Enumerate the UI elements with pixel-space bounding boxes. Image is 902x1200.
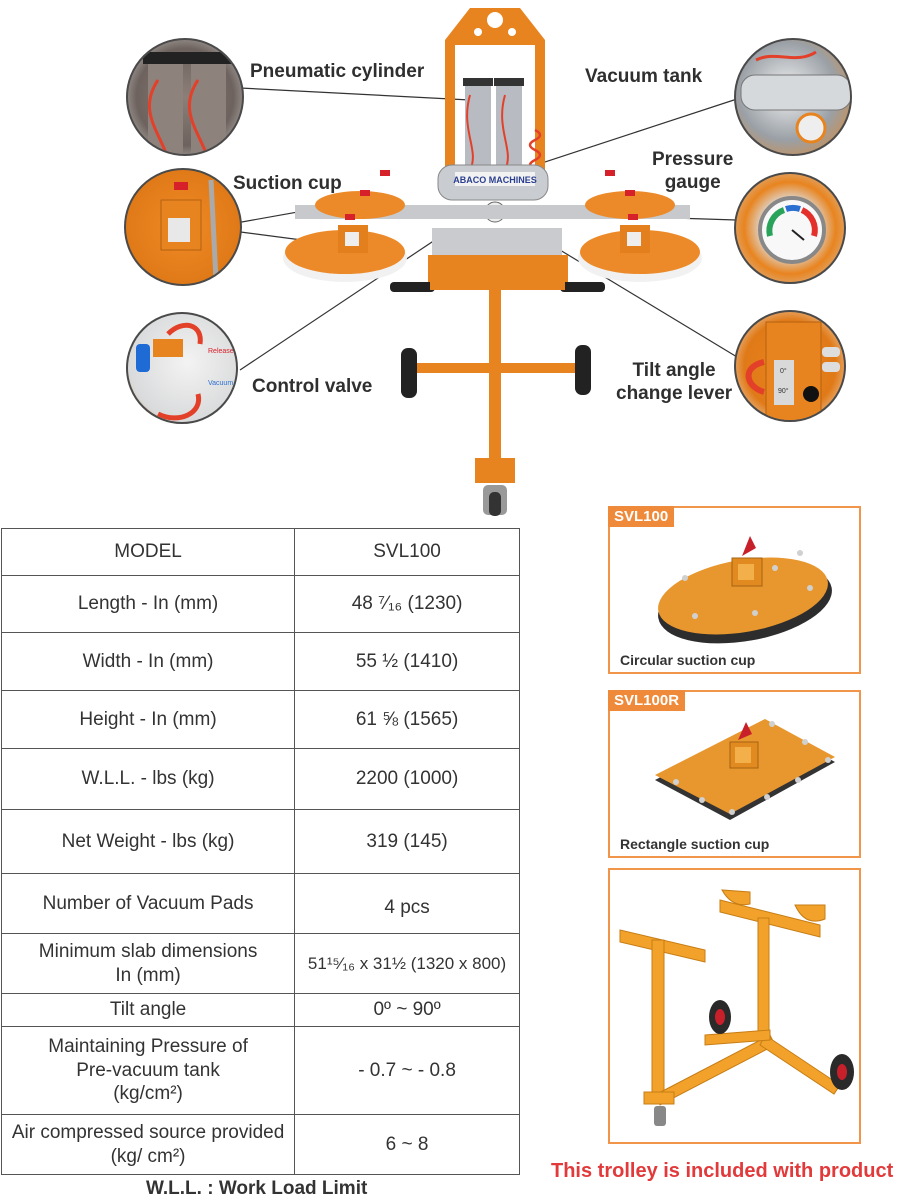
suction-cup-closeup xyxy=(124,168,242,286)
table-row: Air compressed source provided (kg/ cm²)… xyxy=(0,1114,520,1175)
card-caption: Circular suction cup xyxy=(620,652,756,668)
row-label-line1: Minimum slab dimensions xyxy=(38,940,258,962)
suction-cup-closeup-icon xyxy=(160,179,219,281)
table-row: Length - In (mm) 48 ⁷⁄₁₆ (1230) xyxy=(0,575,520,633)
circular-suction-cup-image xyxy=(658,536,832,644)
table-row: Width - In (mm) 55 ½ (1410) xyxy=(0,632,520,691)
callout-vacuum-tank: Vacuum tank xyxy=(585,66,703,87)
vacuum-lifter-drawing: ABACO MACHINES xyxy=(224,8,743,516)
card-svl100r: SVL100R Rectangle suction cup xyxy=(608,690,861,858)
trolley-image xyxy=(619,889,854,1126)
row-value: 2200 (1000) xyxy=(294,748,520,810)
header-model-value: SVL100 xyxy=(294,528,520,576)
header-model-label: MODEL xyxy=(0,528,296,576)
tilt-mark-0: 0° xyxy=(780,368,787,375)
tilt-lever-line1: Tilt angle xyxy=(632,360,716,381)
tank-brand-text: ABACO MACHINES xyxy=(453,175,537,185)
row-label: Maintaining Pressure of Pre-vacuum tank … xyxy=(0,1026,296,1115)
row-label-line2: Pre-vacuum tank xyxy=(76,1059,220,1081)
release-label: Release xyxy=(208,348,234,355)
cylinder-closeup-icon xyxy=(143,52,233,154)
row-label: Minimum slab dimensions In (mm) xyxy=(0,933,296,994)
pressure-gauge-line2: gauge xyxy=(664,171,721,193)
rectangle-suction-cup-image xyxy=(655,719,835,820)
table-row: Minimum slab dimensions In (mm) 51¹⁵⁄₁₆ … xyxy=(0,933,520,994)
valve-closeup-icon xyxy=(136,322,203,421)
tilt-lever-line2: change lever xyxy=(616,382,733,404)
callout-pressure-gauge: Pressure gauge xyxy=(652,149,733,195)
row-label-line2: (kg/ cm²) xyxy=(110,1145,186,1167)
gauge-closeup-icon xyxy=(758,196,826,264)
card-caption: Rectangle suction cup xyxy=(620,836,770,852)
card-tag: SVL100R xyxy=(608,690,686,711)
tilt-lever-closeup-icon xyxy=(745,321,840,420)
spec-table: MODEL SVL100 Length - In (mm) 48 ⁷⁄₁₆ (1… xyxy=(0,528,520,1175)
vacuum-label: Vacuum xyxy=(208,380,234,387)
card-trolley xyxy=(608,868,861,1144)
row-label-line1: Maintaining Pressure of xyxy=(48,1035,248,1057)
row-label: Width - In (mm) xyxy=(0,632,296,691)
row-label: Air compressed source provided (kg/ cm²) xyxy=(0,1114,296,1175)
tank-closeup-icon xyxy=(740,50,850,144)
row-value: 4 pcs xyxy=(294,873,520,934)
trolley-included-note: This trolley is included with product xyxy=(551,1160,894,1182)
wll-footnote: W.L.L. : Work Load Limit xyxy=(146,1178,368,1199)
row-value: 51¹⁵⁄₁₆ x 31½ (1320 x 800) xyxy=(294,933,520,994)
callout-tilt-angle-change-lever: Tilt angle change lever xyxy=(616,360,732,406)
table-row: W.L.L. - lbs (kg) 2200 (1000) xyxy=(0,748,520,810)
card-svl100: SVL100 Circular suction cup xyxy=(608,506,861,674)
row-label-line3: (kg/cm²) xyxy=(113,1083,183,1105)
callout-suction-cup: Suction cup xyxy=(233,173,342,194)
tilt-lever-closeup: 0° 90° xyxy=(734,310,846,422)
row-label: Height - In (mm) xyxy=(0,690,296,749)
table-row: Number of Vacuum Pads 4 pcs xyxy=(0,873,520,934)
tilt-mark-90: 90° xyxy=(778,388,789,395)
table-row: Net Weight - lbs (kg) 319 (145) xyxy=(0,809,520,874)
vacuum-tank-closeup xyxy=(734,38,852,156)
row-value: - 0.7 ~ - 0.8 xyxy=(294,1026,520,1115)
table-row: Maintaining Pressure of Pre-vacuum tank … xyxy=(0,1026,520,1115)
row-label: Net Weight - lbs (kg) xyxy=(0,809,296,874)
table-row: Height - In (mm) 61 ⅝ (1565) xyxy=(0,690,520,749)
table-header-row: MODEL SVL100 xyxy=(0,528,520,576)
control-valve-closeup: Release Vacuum xyxy=(126,312,238,424)
row-value: 6 ~ 8 xyxy=(294,1114,520,1175)
row-label-line2: In (mm) xyxy=(115,964,181,986)
table-row: Tilt angle 0º ~ 90º xyxy=(0,993,520,1027)
row-value: 48 ⁷⁄₁₆ (1230) xyxy=(294,575,520,633)
row-label: W.L.L. - lbs (kg) xyxy=(0,748,296,810)
machine-illustration: ABACO MACHINES xyxy=(0,0,902,520)
pressure-gauge-line1: Pressure xyxy=(652,149,734,170)
callout-pneumatic-cylinder: Pneumatic cylinder xyxy=(250,61,425,82)
row-value: 0º ~ 90º xyxy=(294,993,520,1027)
row-value: 55 ½ (1410) xyxy=(294,632,520,691)
pressure-gauge-closeup xyxy=(734,172,846,284)
row-label: Tilt angle xyxy=(0,993,296,1027)
row-value: 319 (145) xyxy=(294,809,520,874)
card-tag: SVL100 xyxy=(608,506,675,527)
row-label-line1: Air compressed source provided xyxy=(11,1121,285,1143)
row-value: 61 ⅝ (1565) xyxy=(294,690,520,749)
callout-control-valve: Control valve xyxy=(252,376,373,397)
row-label: Number of Vacuum Pads xyxy=(0,873,296,934)
row-label: Length - In (mm) xyxy=(0,575,296,633)
pneumatic-cylinder-closeup xyxy=(126,38,244,156)
